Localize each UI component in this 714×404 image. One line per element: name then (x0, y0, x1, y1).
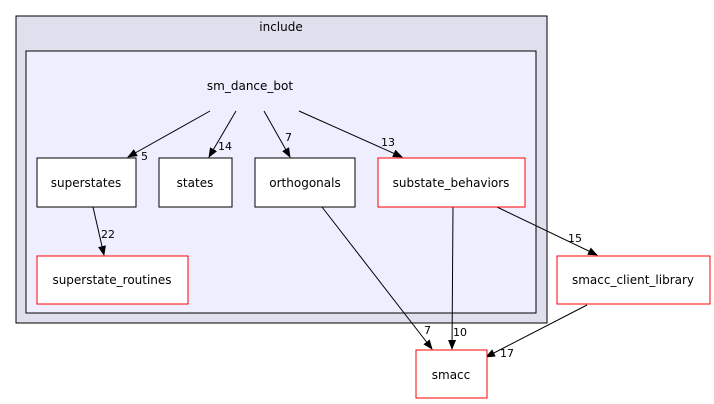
edge-behaviors-to-client-lib (496, 206, 598, 256)
node-smacc-client-library-label: smacc_client_library (572, 273, 694, 287)
node-smacc[interactable]: smacc (415, 349, 488, 399)
node-smacc-client-library[interactable]: smacc_client_library (556, 255, 711, 305)
edge-to-orthogonals (263, 110, 291, 158)
edge-behaviors-to-client-lib-weight: 15 (568, 232, 582, 245)
edge-client-lib-to-smacc (485, 304, 588, 358)
node-superstates-label: superstates (51, 176, 121, 190)
edge-behaviors-to-smacc-weight: 10 (453, 326, 467, 339)
edge-client-lib-to-smacc-weight: 17 (500, 347, 514, 360)
node-superstate-routines[interactable]: superstate_routines (36, 255, 189, 305)
node-smacc-label: smacc (432, 368, 471, 382)
edge-to-orthogonals-weight: 7 (285, 131, 292, 144)
node-substate-behaviors-label: substate_behaviors (393, 176, 510, 190)
edge-to-superstates (127, 110, 211, 158)
node-substate-behaviors[interactable]: substate_behaviors (377, 157, 526, 208)
edge-to-superstates-weight: 5 (141, 150, 148, 163)
edge-superstates-to-routines-weight: 22 (101, 228, 115, 241)
edge-to-substate-behaviors-weight: 13 (381, 136, 395, 149)
edge-orthogonals-to-smacc (321, 206, 433, 350)
node-orthogonals-label: orthogonals (269, 176, 340, 190)
node-superstate-routines-label: superstate_routines (52, 273, 171, 287)
node-states-label: states (177, 176, 214, 190)
cluster-include-label: include (259, 20, 302, 34)
edge-to-states-weight: 14 (218, 140, 232, 153)
edge-to-substate-behaviors (298, 110, 403, 158)
cluster-sm-dance-bot-label: sm_dance_bot (207, 79, 293, 93)
edge-behaviors-to-smacc (448, 206, 457, 350)
edge-superstates-to-routines (92, 206, 106, 256)
node-orthogonals[interactable]: orthogonals (254, 157, 356, 208)
edge-orthogonals-to-smacc-weight: 7 (424, 324, 431, 337)
node-states[interactable]: states (158, 157, 233, 208)
edge-to-states (208, 110, 237, 158)
node-superstates[interactable]: superstates (36, 157, 137, 208)
